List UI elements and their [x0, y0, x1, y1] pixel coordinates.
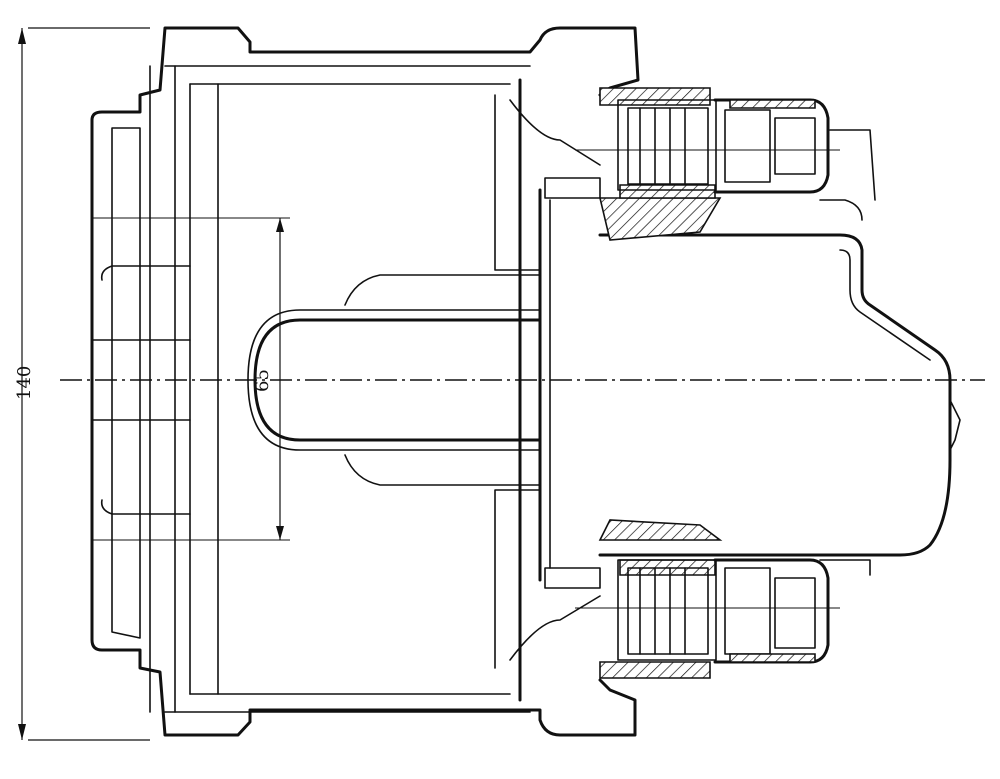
- piston-stem: [247, 94, 542, 669]
- lower-nut-section-bottom: [599, 661, 711, 679]
- arrowhead-inner-top: [276, 218, 284, 232]
- upper-thread-section: [619, 184, 716, 199]
- dimension-label-outer: 140: [14, 366, 35, 400]
- right-housing: [598, 129, 961, 576]
- arrowhead-inner-bottom: [276, 526, 284, 540]
- dimension-65: 65: [252, 218, 284, 540]
- arrowhead-bottom: [18, 724, 26, 740]
- central-body: [509, 78, 601, 702]
- arrowhead-top: [18, 28, 26, 44]
- dimension-140: 140: [14, 27, 150, 741]
- upper-nut-section-top: [599, 87, 711, 106]
- left-end-cap: [90, 26, 640, 737]
- lower-fitting: [575, 519, 840, 679]
- lower-nut-section-top: [598, 519, 723, 541]
- dimension-label-inner: 65: [252, 369, 273, 392]
- upper-fitting: [575, 87, 840, 241]
